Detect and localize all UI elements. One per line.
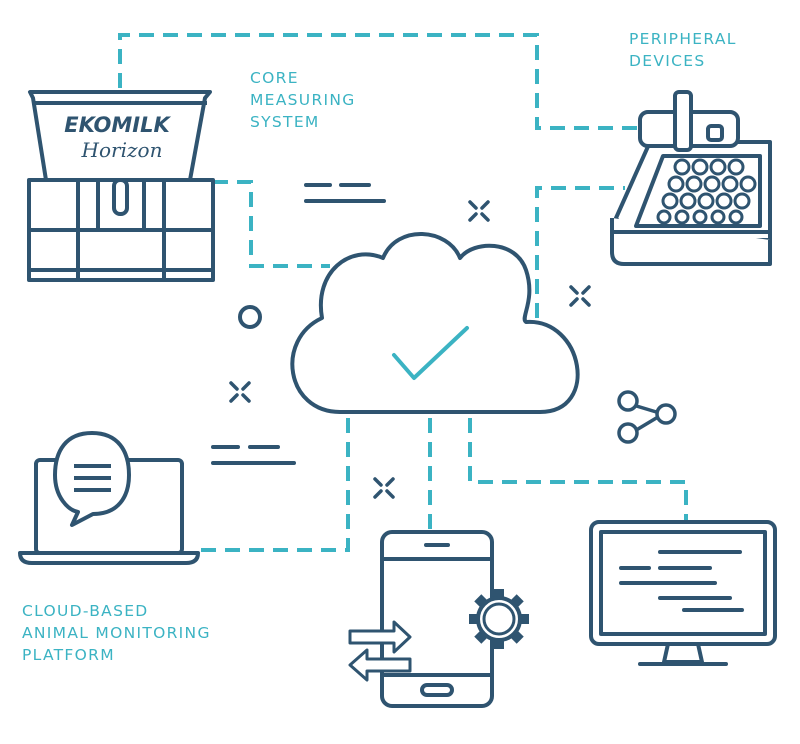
label-core-measuring-system: CORE MEASURING SYSTEM [250, 67, 356, 133]
connector-core-to-peripheral [118, 33, 640, 130]
cloud-outline [290, 232, 580, 414]
connector-cloud-to-peripheral [535, 186, 625, 318]
circle-icon [238, 305, 262, 329]
connector-cloud-to-laptop [200, 418, 350, 552]
label-line: CLOUD-BASED [22, 602, 149, 620]
device-model: Horizon [81, 138, 163, 162]
sparkle-icon [569, 285, 591, 307]
check-mark [392, 326, 469, 380]
monitor-icon [589, 520, 777, 666]
gear-icon [469, 589, 529, 649]
connector-lines [118, 33, 688, 552]
connector-core-to-cloud [213, 180, 330, 268]
label-peripheral-devices: PERIPHERAL DEVICES [629, 28, 737, 72]
label-cloud-platform: CLOUD-BASED ANIMAL MONITORING PLATFORM [22, 600, 211, 666]
milk-analyzer-icon [27, 90, 215, 282]
sparkle-icon [468, 200, 490, 222]
laptop-chat-icon [18, 431, 200, 565]
share-icon [617, 390, 677, 444]
label-line: MEASURING [250, 91, 356, 109]
sparkle-icon [229, 381, 251, 403]
label-line: SYSTEM [250, 113, 320, 131]
label-line: DEVICES [629, 52, 706, 70]
cash-register-keys [656, 158, 757, 225]
label-line: PLATFORM [22, 646, 115, 664]
cloud-check-icon [290, 232, 580, 414]
monitor-screen-lines [619, 550, 744, 612]
device-brand: EKOMILK [64, 113, 171, 137]
decor-dashes [211, 183, 386, 465]
label-line: ANIMAL MONITORING [22, 624, 211, 642]
sparkle-icon [373, 477, 395, 499]
sync-arrows-icon [348, 620, 412, 682]
label-line: PERIPHERAL [629, 30, 737, 48]
connector-cloud-to-monitor [468, 418, 688, 522]
label-line: CORE [250, 69, 299, 87]
